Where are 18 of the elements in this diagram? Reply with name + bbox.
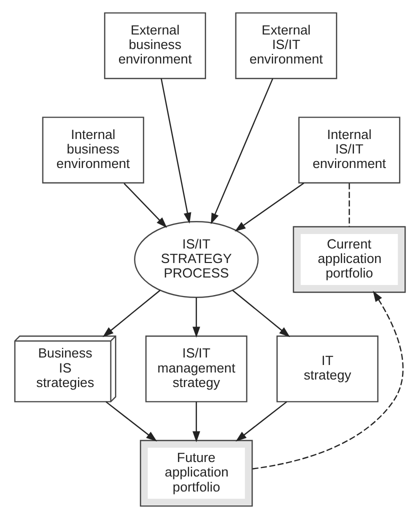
arrow [234,182,304,232]
node-box: Internal IS/IT environment [298,116,400,184]
node-box: IS/IT management strategy [145,336,248,402]
arrow [210,78,274,224]
arrow [252,290,404,470]
node-box: External IS/IT environment [235,12,338,80]
arrow [102,290,161,338]
arrow [106,401,158,442]
arrow [236,401,288,442]
node-box: IT strategy [276,336,378,402]
node-box: External business environment [104,12,206,80]
node-box: Internal business environment [42,116,144,184]
arrow [192,298,200,338]
connector [348,183,350,227]
arrow [192,402,200,442]
arrow [160,78,192,224]
arrow [124,183,168,228]
arrow [232,290,290,338]
